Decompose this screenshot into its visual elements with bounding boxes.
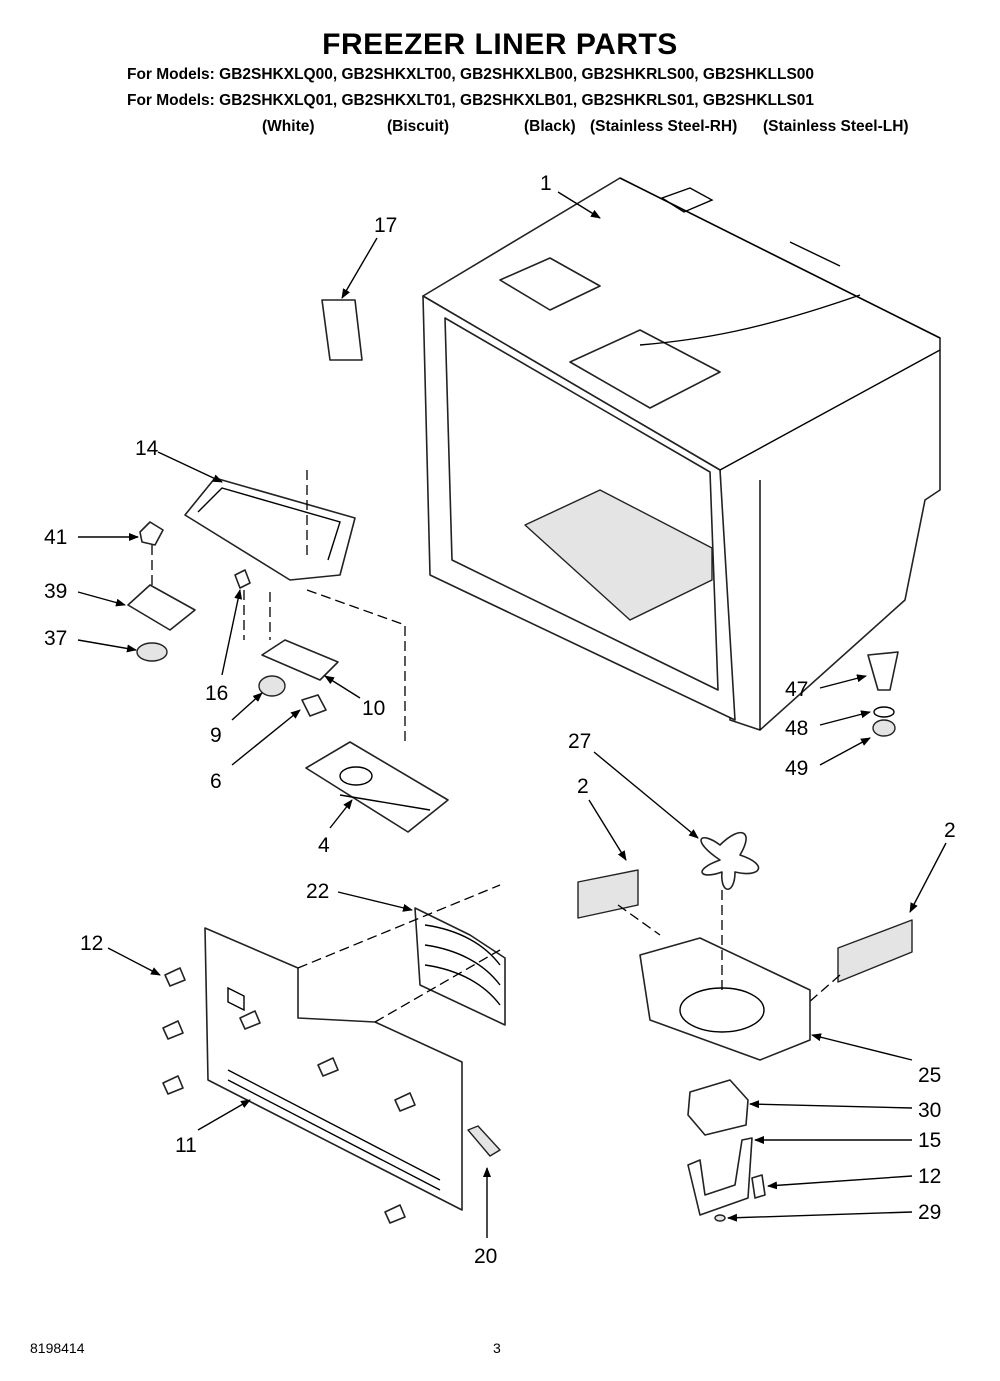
part-15-bracket xyxy=(687,1137,753,1216)
freezer-liner xyxy=(422,177,941,731)
callout-39: 39 xyxy=(44,580,67,603)
part-12-screw-right xyxy=(751,1174,766,1199)
callout-labels: 1 17 14 41 39 37 16 9 10 6 4 47 48 49 27… xyxy=(44,172,956,1268)
part-16 xyxy=(234,569,251,589)
part-30-motor xyxy=(687,1079,749,1136)
document-number: 8198414 xyxy=(30,1340,85,1356)
callout-37: 37 xyxy=(44,627,67,650)
part-27-fan-blade xyxy=(700,831,760,891)
part-29-washer xyxy=(714,1214,726,1222)
part-10-lens xyxy=(261,639,339,681)
callout-12-right: 12 xyxy=(918,1165,941,1188)
part-4-cover xyxy=(305,589,449,833)
part-17-filter xyxy=(321,299,363,361)
callout-41: 41 xyxy=(44,526,67,549)
part-12-screws-left xyxy=(162,967,416,1224)
callout-22: 22 xyxy=(306,880,329,903)
callout-11: 11 xyxy=(175,1134,197,1157)
part-25-shroud xyxy=(639,890,811,1061)
part-48 xyxy=(873,706,895,718)
callout-25: 25 xyxy=(918,1064,941,1087)
callout-30: 30 xyxy=(918,1099,941,1122)
part-9-bulb xyxy=(258,675,286,697)
part-37 xyxy=(136,642,168,662)
callout-48: 48 xyxy=(785,717,808,740)
callout-49: 49 xyxy=(785,757,808,780)
callout-2-right: 2 xyxy=(944,819,956,842)
part-20-strip xyxy=(467,1125,501,1157)
part-39 xyxy=(127,584,196,631)
callout-20: 20 xyxy=(474,1245,497,1268)
part-14-housing xyxy=(184,470,356,581)
color-biscuit: (Biscuit) xyxy=(387,118,449,135)
part-2-right-pad xyxy=(837,919,913,983)
callout-27: 27 xyxy=(568,730,591,753)
callout-12-left: 12 xyxy=(80,932,103,955)
page-title: FREEZER LINER PARTS xyxy=(322,28,678,61)
callout-14: 14 xyxy=(135,437,159,460)
part-2-left-pad xyxy=(577,869,639,919)
callout-16: 16 xyxy=(205,682,228,705)
part-6-socket xyxy=(301,694,327,717)
callout-9: 9 xyxy=(210,724,222,747)
callout-6: 6 xyxy=(210,770,222,793)
models-line-2: For Models: GB2SHKXLQ01, GB2SHKXLT01, GB… xyxy=(127,92,815,109)
callout-10: 10 xyxy=(362,697,385,720)
part-22-grille xyxy=(297,884,506,1026)
color-black: (Black) xyxy=(524,118,576,135)
part-49 xyxy=(872,719,896,737)
color-white: (White) xyxy=(262,118,315,135)
part-41 xyxy=(139,521,164,546)
models-line-1: For Models: GB2SHKXLQ00, GB2SHKXLT00, GB… xyxy=(127,66,815,83)
callout-4: 4 xyxy=(318,834,330,857)
callout-15: 15 xyxy=(918,1129,941,1152)
part-47 xyxy=(867,651,899,691)
leader-lines xyxy=(77,191,947,1238)
callout-17: 17 xyxy=(374,214,397,237)
page-number: 3 xyxy=(493,1340,501,1356)
color-stainless-rh: (Stainless Steel-RH) xyxy=(590,118,738,135)
callout-2-left: 2 xyxy=(577,775,589,798)
callout-1: 1 xyxy=(540,172,552,195)
callout-29: 29 xyxy=(918,1201,941,1224)
callout-47: 47 xyxy=(785,678,808,701)
color-stainless-lh: (Stainless Steel-LH) xyxy=(763,118,909,135)
